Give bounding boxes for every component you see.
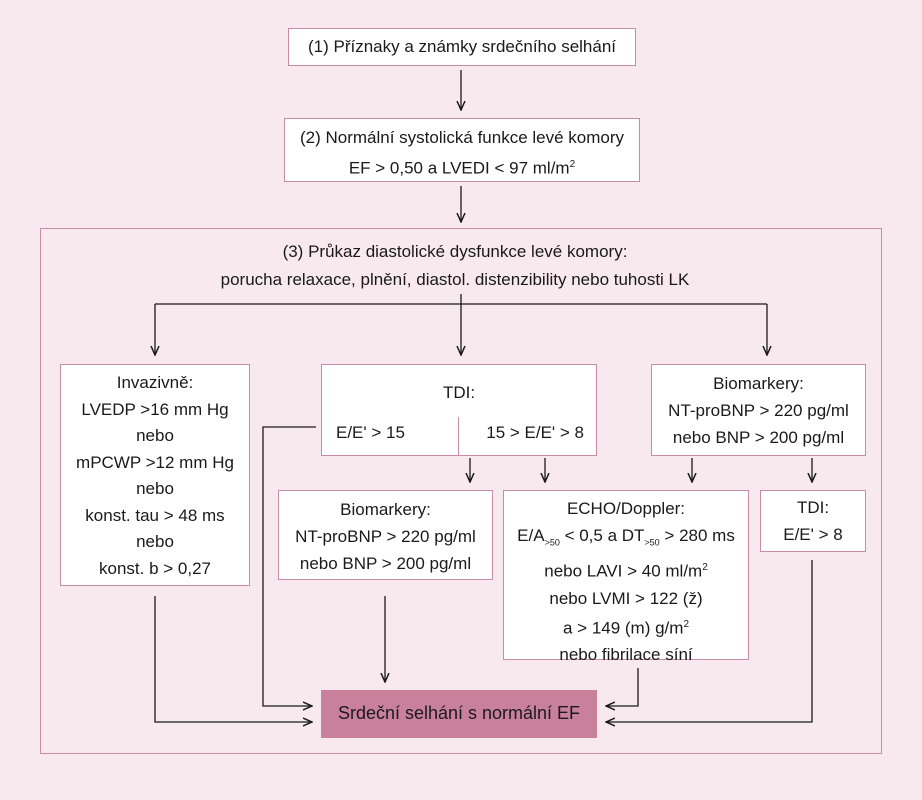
tdi-divider	[458, 417, 459, 455]
systolic-function-box: (2) Normální systolická funkce levé komo…	[284, 118, 640, 182]
biomarker-line: NT-proBNP > 220 pg/ml	[668, 401, 849, 420]
biomarkers-box-right: Biomarkery: NT-proBNP > 220 pg/ml nebo B…	[651, 364, 866, 456]
echo-afib: nebo fibrilace síní	[559, 645, 693, 665]
arrow-tdi-small-to-result	[606, 560, 813, 722]
biomarker-line: Biomarkery:	[713, 374, 804, 393]
invasive-line: konst. tau > 48 ms	[85, 505, 225, 525]
arrow-tdi-high-to-result	[262, 426, 316, 706]
biomarker-line: NT-proBNP > 220 pg/ml	[295, 527, 476, 546]
biomarker-line: Biomarkery:	[340, 500, 431, 519]
invasive-line: nebo	[136, 426, 174, 445]
echo-lavi: nebo LAVI > 40 ml/m2	[544, 562, 708, 582]
result-box: Srdeční selhání s normální EF	[321, 690, 597, 738]
tdi-small-box: TDI: E/E' > 8	[760, 490, 866, 552]
symptoms-text: (1) Příznaky a známky srdečního selhání	[307, 37, 617, 56]
invasive-line: nebo	[136, 532, 174, 551]
invasive-box: Invazivně: LVEDP >16 mm Hg nebo mPCWP >1…	[60, 364, 250, 586]
tdi-small-line: TDI:	[796, 498, 830, 517]
diastolic-dysfunction-section	[40, 228, 882, 754]
systolic-title: (2) Normální systolická funkce levé komo…	[299, 128, 625, 147]
result-text: Srdeční selhání s normální EF	[337, 703, 581, 723]
section3-line1: (3) Průkaz diastolické dysfunkce levé ko…	[282, 242, 628, 261]
invasive-line: konst. b > 0,27	[99, 558, 211, 578]
tdi-mid-ratio: 15 > E/E' > 8	[486, 423, 584, 442]
echo-title: ECHO/Doppler:	[566, 499, 686, 518]
systolic-criteria: EF > 0,50 a LVEDI < 97 ml/m2	[348, 158, 576, 178]
echo-ea-ratio: E/A>50 < 0,5 a DT>50 > 280 ms	[517, 525, 735, 547]
invasive-line: Invazivně:	[116, 373, 194, 392]
invasive-line: mPCWP >12 mm Hg	[76, 452, 234, 472]
diastolic-dysfunction-heading: (3) Průkaz diastolické dysfunkce levé ko…	[40, 238, 870, 294]
arrow-invasive-to-result	[154, 596, 312, 722]
biomarker-line: nebo BNP > 200 pg/ml	[299, 554, 472, 573]
biomarkers-box-middle: Biomarkery: NT-proBNP > 220 pg/ml nebo B…	[278, 490, 493, 580]
tdi-title: TDI:	[442, 383, 476, 402]
arrow-echo-to-result	[606, 668, 639, 706]
invasive-line: LVEDP >16 mm Hg	[81, 399, 229, 419]
biomarker-line: nebo BNP > 200 pg/ml	[672, 428, 845, 447]
echo-doppler-box: ECHO/Doppler: E/A>50 < 0,5 a DT>50 > 280…	[503, 490, 749, 664]
tdi-box: TDI: E/E' > 15 15 > E/E' > 8	[321, 364, 597, 456]
tdi-high-ratio: E/E' > 15	[336, 423, 405, 442]
invasive-line: nebo	[136, 479, 174, 498]
tdi-small-line: E/E' > 8	[783, 525, 843, 544]
symptoms-box: (1) Příznaky a známky srdečního selhání	[288, 28, 636, 66]
section3-line2: porucha relaxace, plnění, diastol. diste…	[220, 270, 690, 289]
echo-lvmi: nebo LVMI > 122 (ž)	[549, 588, 703, 608]
echo-lvmi-male: a > 149 (m) g/m2	[562, 618, 690, 638]
